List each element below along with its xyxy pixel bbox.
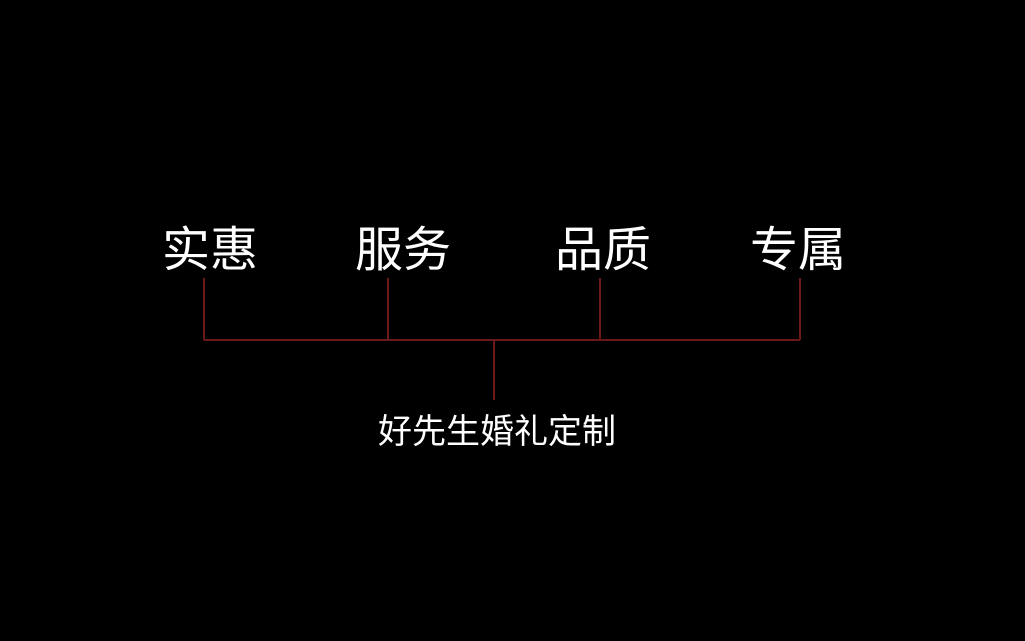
node-label-shihui: 实惠 xyxy=(161,222,259,278)
node-label-pinzhi: 品质 xyxy=(554,222,652,278)
root-label: 好先生婚礼定制 xyxy=(378,412,616,452)
node-label-fuwu: 服务 xyxy=(354,222,452,278)
node-label-zhuanshu: 专属 xyxy=(749,222,847,278)
